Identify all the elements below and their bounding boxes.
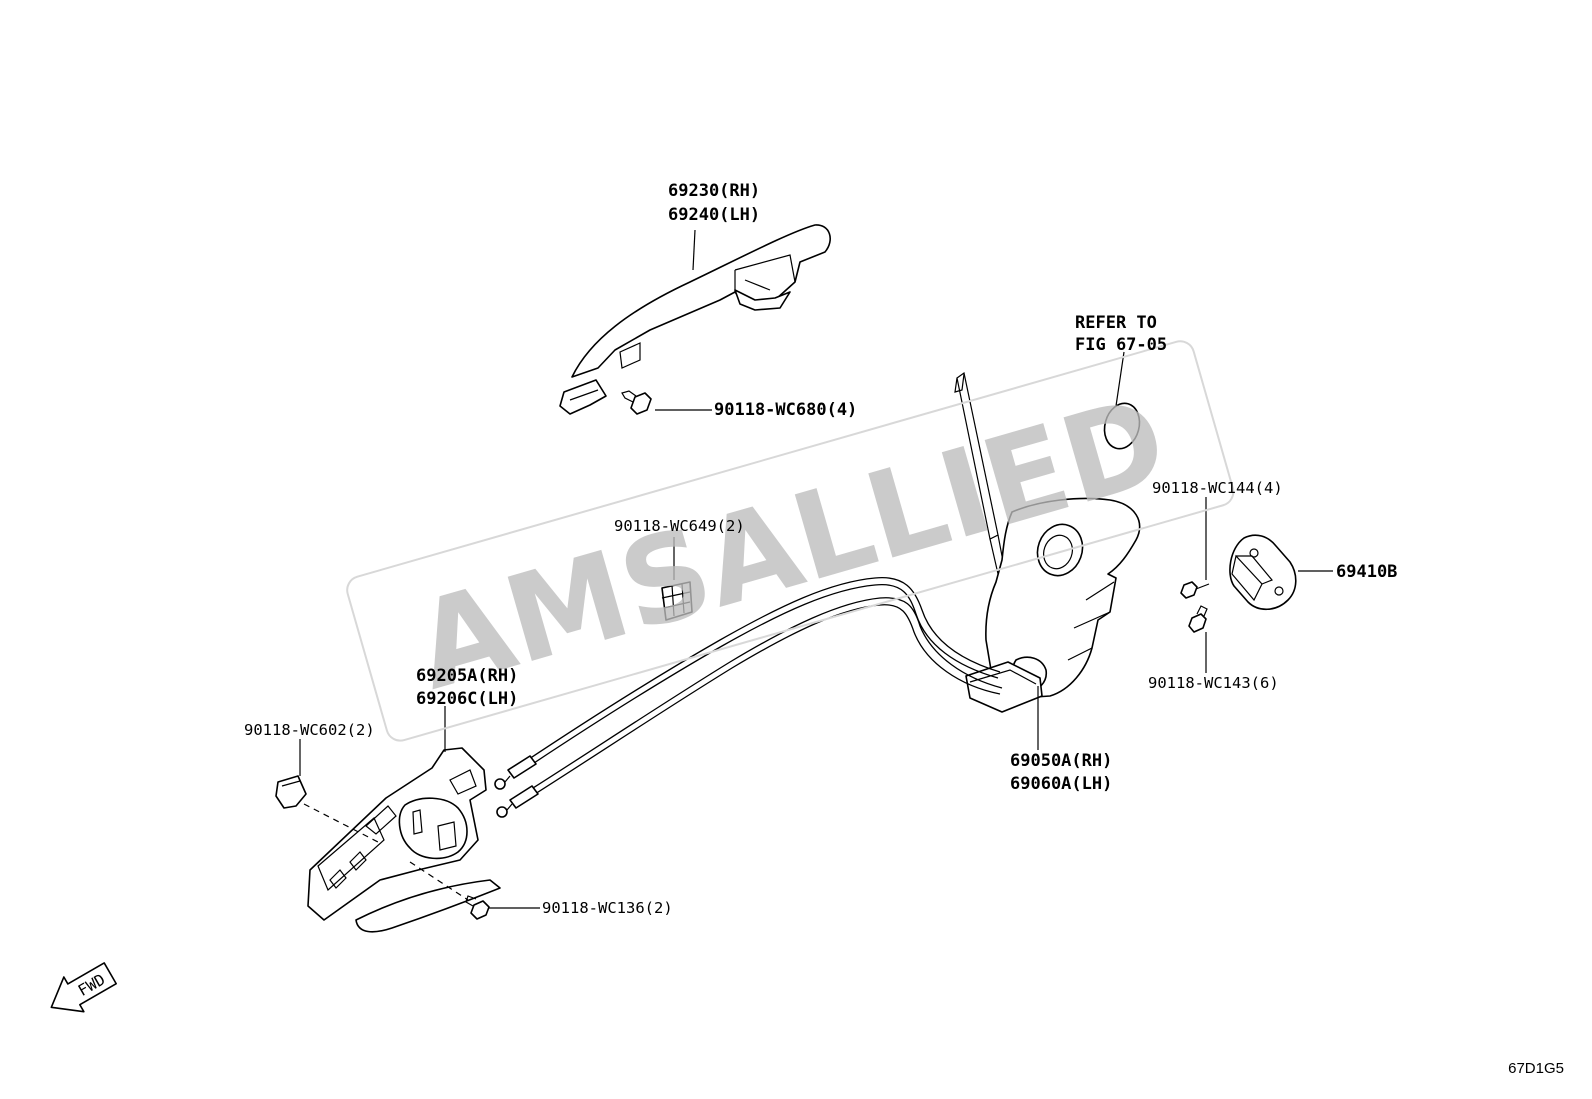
door-lock-assembly <box>965 497 1141 713</box>
door-striker <box>1229 534 1297 611</box>
clip-wc602 <box>275 775 307 809</box>
label-screw-wc144: 90118-WC144(4) <box>1152 479 1283 497</box>
label-screw-wc602: 90118-WC602(2) <box>244 721 375 739</box>
label-screw-wc143: 90118-WC143(6) <box>1148 674 1279 692</box>
inner-door-handle <box>307 747 501 933</box>
screw-assembly-line <box>409 861 469 901</box>
label-refer-line2: FIG 67-05 <box>1075 335 1167 355</box>
leader-lines <box>299 229 1333 909</box>
label-lock-lh: 69060A(LH) <box>1010 774 1112 794</box>
cable-clip-wc649 <box>661 581 693 621</box>
label-screw-wc680: 90118-WC680(4) <box>714 400 857 420</box>
screw-wc680 <box>621 390 652 415</box>
label-outer-handle-rh: 69230(RH) <box>668 181 760 201</box>
label-lock-rh: 69050A(RH) <box>1010 751 1112 771</box>
screw-wc143 <box>1188 605 1208 633</box>
outer-door-handle <box>559 224 831 415</box>
screw-wc136 <box>465 895 490 920</box>
label-refer-line1: REFER TO <box>1075 313 1157 333</box>
refer-cap <box>1103 402 1141 450</box>
label-screw-wc136: 90118-WC136(2) <box>542 899 673 917</box>
label-outer-handle-lh: 69240(LH) <box>668 205 760 225</box>
label-inner-handle-rh: 69205A(RH) <box>416 666 518 686</box>
release-cables <box>494 576 1003 818</box>
figure-id: 67D1G5 <box>1508 1060 1564 1077</box>
label-inner-handle-lh: 69206C(LH) <box>416 689 518 709</box>
fwd-arrow-icon: FWD <box>50 962 118 1013</box>
clip-assembly-line <box>303 803 379 843</box>
label-clip-wc649: 90118-WC649(2) <box>614 517 745 535</box>
label-striker: 69410B <box>1336 562 1397 582</box>
screw-wc144 <box>1180 581 1210 599</box>
